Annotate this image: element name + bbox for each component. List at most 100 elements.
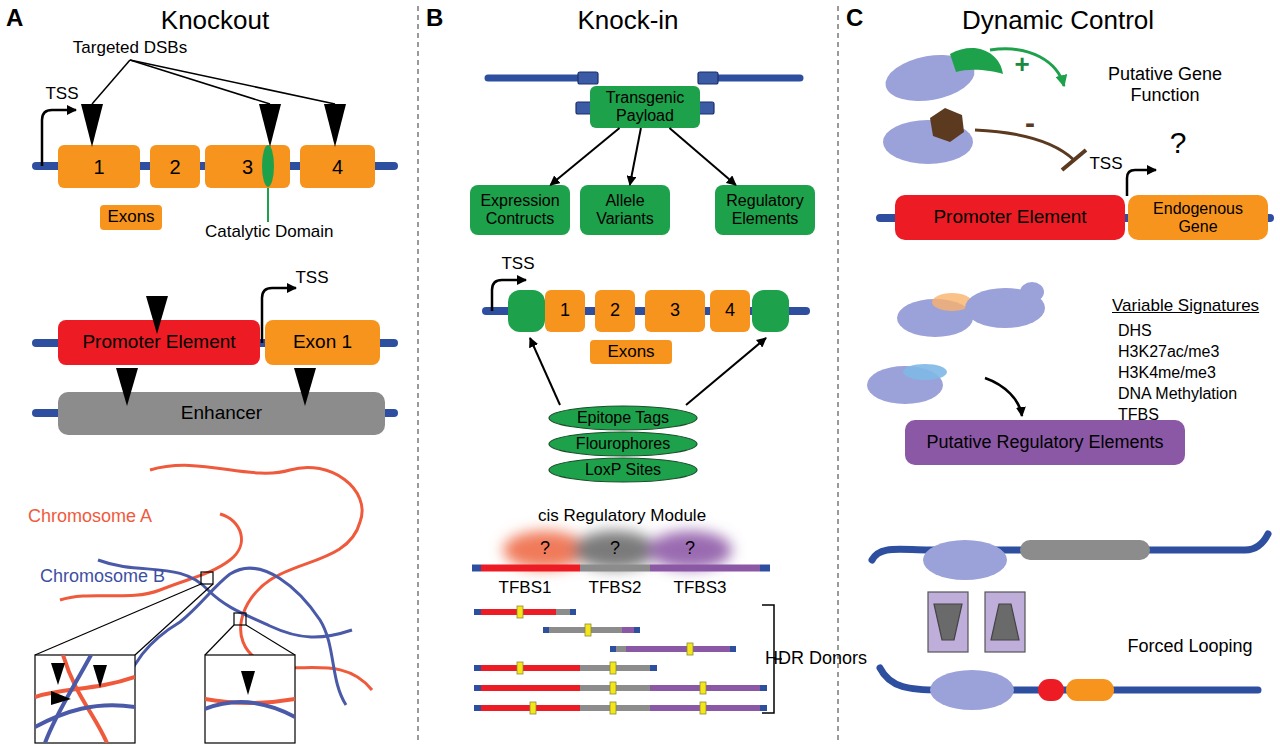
regulatory-module	[472, 565, 770, 572]
hdr-donor	[570, 609, 576, 615]
leader-line	[130, 60, 335, 104]
connector-arrow	[669, 128, 735, 185]
hdr-donor	[622, 627, 634, 633]
hdr-donor	[517, 606, 523, 618]
exon-box: 3	[205, 145, 290, 188]
chromosome-inset	[35, 677, 135, 697]
panel-title: Knock-in	[518, 6, 738, 36]
hdr-donor	[474, 685, 481, 691]
list-heading: Variable Signatures	[1112, 296, 1280, 316]
exon-box: 4	[300, 145, 375, 188]
dimerizer	[934, 604, 962, 640]
catalytic-domain	[262, 145, 274, 187]
unknown-mark: ?	[603, 538, 627, 559]
exon-box: 4	[710, 290, 750, 332]
exon-box: 3	[645, 290, 705, 332]
node-text: Endogenous Gene	[1132, 200, 1264, 235]
hdr-donor	[543, 624, 640, 636]
chromosome-inset	[35, 655, 135, 743]
node-text: Flourophores	[576, 435, 670, 453]
binding-blob	[503, 531, 732, 569]
exon-box: 1	[58, 145, 140, 188]
ellipse-outline	[549, 406, 697, 430]
node-text: Regulatory Elements	[719, 192, 811, 227]
ellipse-outline	[549, 432, 697, 456]
hdr-donor	[700, 682, 706, 694]
hdr-donor	[610, 702, 616, 714]
unknown-mark: ?	[533, 538, 557, 559]
hdr-donor	[517, 662, 523, 674]
protein-shape	[882, 48, 1003, 164]
regulation-arrow	[990, 49, 1064, 86]
tss-label: TSS	[1081, 154, 1131, 174]
dsb-triangle	[324, 104, 346, 147]
dimerizer	[985, 592, 1025, 652]
homology-arm	[488, 75, 580, 82]
hdr-donor	[634, 627, 640, 633]
payload-type: Expression Contructs	[470, 185, 570, 235]
chromosome-inset	[51, 663, 65, 685]
zoom-marker	[205, 625, 234, 655]
tss-arrow	[42, 110, 76, 166]
hdr-donor	[687, 643, 693, 655]
hdr-donor	[626, 646, 730, 652]
hdr-donor	[556, 609, 570, 615]
signature-item: DHS	[1118, 322, 1278, 340]
chromosome-inset	[205, 702, 295, 717]
hdr-donor	[474, 682, 767, 694]
chromosome-inset	[241, 671, 255, 695]
site-label: TFBS3	[665, 578, 735, 598]
insert-cap	[508, 290, 545, 332]
hdr-donor	[585, 624, 591, 636]
panel-title: Knockout	[105, 6, 325, 36]
panel-separator	[418, 6, 838, 740]
node-text: Enhancer	[181, 403, 262, 424]
dsb-triangle	[294, 368, 316, 406]
hdr-donor	[530, 702, 536, 714]
chromosome-inset	[51, 663, 107, 705]
chromosome-inset	[51, 691, 71, 705]
tag-ellipse: Epitope Tags	[548, 405, 698, 431]
domain-label: Catalytic Domain	[205, 222, 365, 242]
tag-ellipse: Flourophores	[548, 431, 698, 457]
payload-type: Allele Variants	[580, 185, 670, 235]
node-text: 3	[242, 156, 253, 178]
hdr-donor	[474, 609, 481, 615]
tss-arrow	[42, 110, 1156, 343]
hdr-donor	[760, 685, 767, 691]
zoom-marker	[246, 625, 295, 655]
binding-arrow	[985, 378, 1022, 416]
homology-arm	[698, 102, 714, 114]
hdr-donor	[610, 646, 616, 652]
homology-arm	[716, 75, 800, 82]
node-text: 1	[560, 301, 570, 321]
unknown-mark: ?	[1163, 126, 1193, 161]
site-label: TFBS1	[490, 578, 560, 598]
regulatory-module	[472, 565, 481, 572]
promoter-box: Promoter Element	[895, 195, 1125, 240]
binding-blob	[573, 531, 657, 569]
dna-backbone	[36, 166, 394, 413]
hdr-donor	[481, 665, 580, 671]
bracket-label: HDR Donors	[765, 648, 865, 669]
panel-letter: A	[6, 4, 36, 32]
node-text: Exon 1	[293, 332, 352, 353]
panel-letter: B	[426, 4, 456, 32]
payload-box: Transgenic Payload	[590, 86, 700, 128]
chromosome-inset	[35, 655, 135, 743]
hdr-donor	[474, 606, 576, 618]
signature-item: H3K27ac/me3	[1118, 343, 1278, 361]
hdr-donor	[616, 646, 626, 652]
tss-arrow	[1127, 170, 1156, 196]
insert-cap	[752, 290, 789, 332]
hdr-donor	[474, 606, 767, 714]
node-text: Putative Regulatory Elements	[926, 433, 1163, 453]
hdr-donor	[730, 646, 736, 652]
hdr-donor	[474, 665, 481, 671]
panel-separator	[417, 6, 419, 740]
dimerizer	[991, 604, 1019, 640]
module-label: cis Regulatory Module	[512, 506, 732, 526]
exon-box: Exon 1	[265, 320, 380, 365]
connector-arrow	[550, 128, 619, 185]
promoter-box: Promoter Element	[58, 320, 260, 365]
